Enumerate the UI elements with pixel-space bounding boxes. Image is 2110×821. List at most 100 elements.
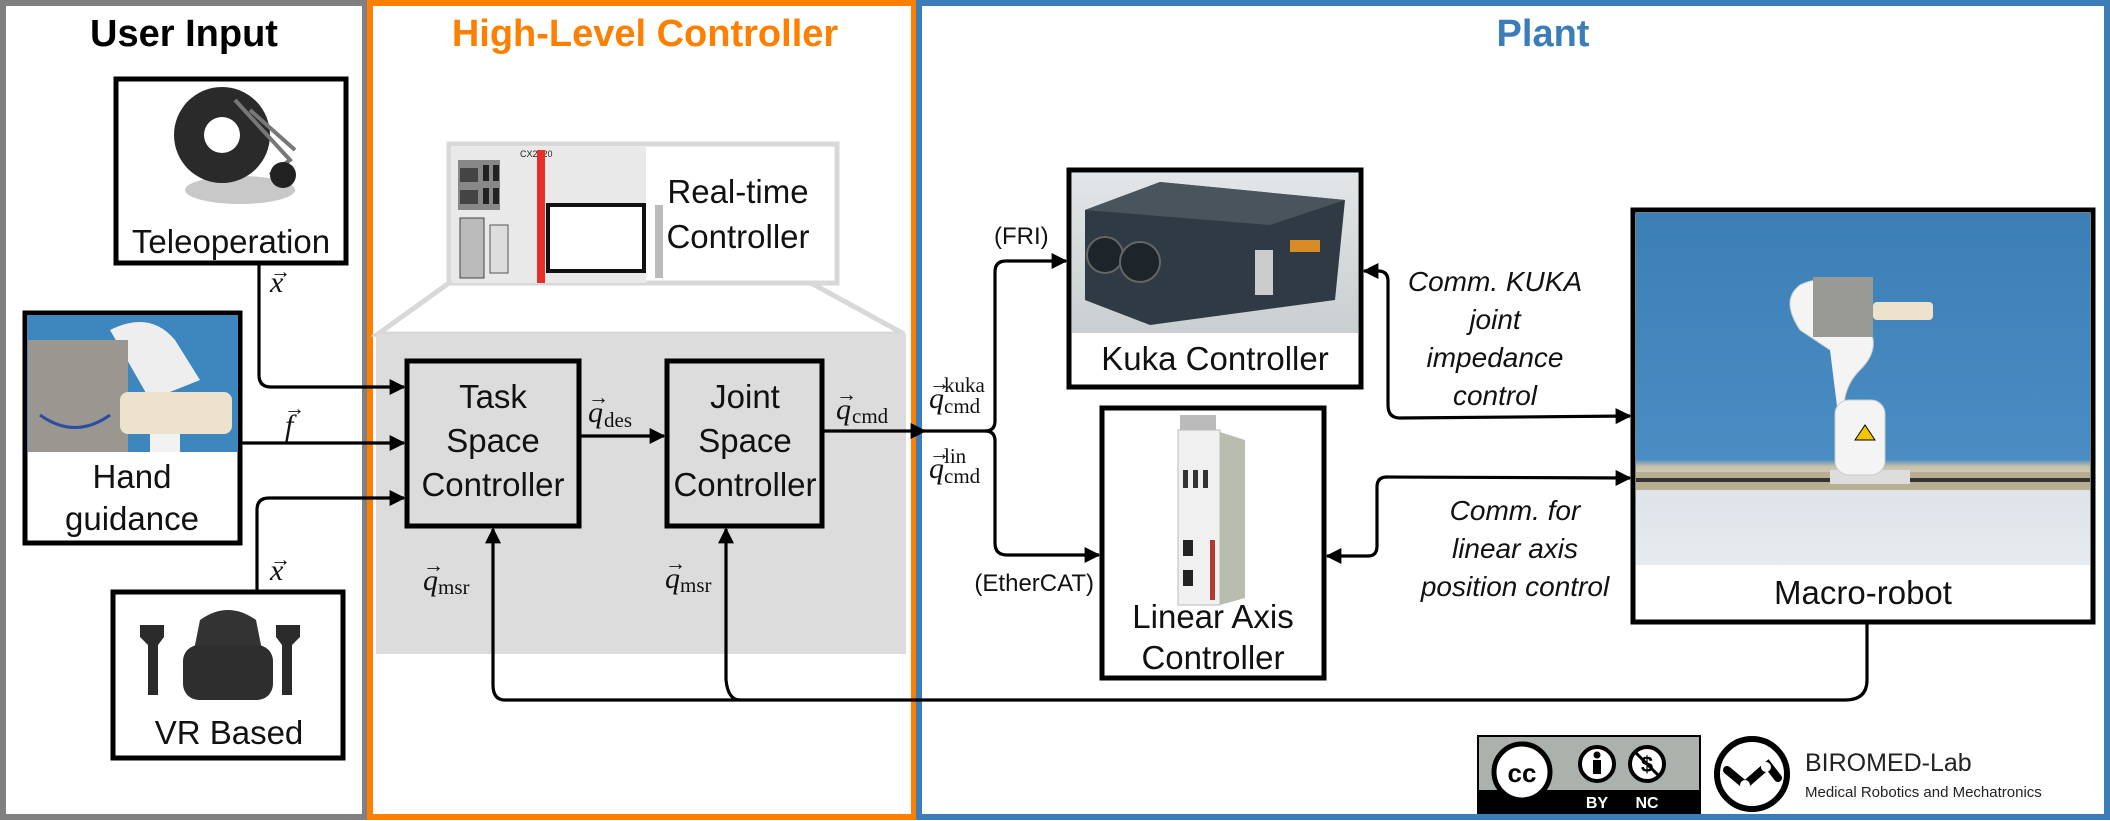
biromed-lab-name: BIROMED-Lab: [1805, 749, 1972, 777]
joint-space-label-line1: Joint: [710, 378, 780, 415]
cx2020-model-label: CX2020: [520, 149, 553, 159]
biromed-lab-logo: BIROMED-Lab Medical Robotics and Mechatr…: [1714, 736, 2042, 812]
vr-based-label: VR Based: [155, 714, 304, 751]
svg-text:→: →: [423, 553, 444, 577]
task-space-label-line1: Task: [459, 378, 527, 415]
svg-text:→: →: [270, 547, 291, 571]
nc-label: NC: [1635, 795, 1659, 812]
macro-robot-box: Macro-robot: [1630, 207, 2096, 625]
svg-text:Comm. KUKA: Comm. KUKA: [1408, 266, 1582, 297]
hand-guidance-image: [27, 315, 238, 452]
protocol-ethercat-label: (EtherCAT): [974, 570, 1094, 597]
signal-q-cmd-kuka: q → kuka cmd: [929, 371, 986, 418]
wire-teleop-to-task: [257, 263, 406, 395]
wire-to-linear-axis: [984, 429, 1101, 563]
note-linear-comm: Comm. for linear axis position control: [1420, 495, 1610, 602]
svg-text:→: →: [284, 396, 305, 420]
macro-robot-label: Macro-robot: [1774, 574, 1952, 611]
joint-space-controller-block: Joint Space Controller: [664, 358, 825, 529]
svg-text:msr: msr: [438, 575, 470, 599]
linear-axis-label-line2: Controller: [1141, 639, 1284, 676]
kuka-controller-box: Kuka Controller: [1066, 167, 1364, 390]
signal-q-msr-joint: q → msr: [665, 551, 712, 597]
panel-title-plant: Plant: [1497, 13, 1590, 55]
realtime-label-line2: Controller: [666, 218, 809, 255]
macro-robot-image: [1636, 213, 2090, 565]
note-kuka-comm: Comm. KUKA joint impedance control: [1408, 266, 1582, 411]
wire-feedback-joint: [718, 527, 741, 702]
svg-text:→: →: [665, 551, 686, 575]
kuka-controller-label: Kuka Controller: [1101, 340, 1328, 377]
linear-axis-controller-box: Linear Axis Controller: [1099, 405, 1327, 681]
vr-based-box: VR Based: [110, 589, 346, 761]
biromed-lab-subtitle: Medical Robotics and Mechatronics: [1805, 784, 2042, 801]
svg-text:Comm. for: Comm. for: [1450, 495, 1582, 526]
vr-headset-image: [140, 610, 300, 700]
svg-text:x: x: [269, 554, 284, 587]
panel-title-high-level: High-Level Controller: [452, 13, 839, 55]
task-space-label-line2: Space: [446, 422, 540, 459]
cx2020-device-image: CX2020: [452, 147, 663, 283]
teleoperation-label: Teleoperation: [132, 223, 330, 260]
svg-text:→: →: [836, 382, 857, 406]
protocol-fri-label: (FRI): [994, 223, 1049, 250]
wire-vr-to-task: [255, 490, 406, 592]
svg-text:→: →: [270, 259, 291, 283]
teleoperation-box: Teleoperation: [113, 76, 349, 266]
svg-text:lin: lin: [944, 444, 967, 468]
svg-text:impedance: impedance: [1427, 342, 1564, 373]
signal-q-cmd-lin: q → lin cmd: [929, 441, 981, 488]
wire-kuka-robot: [1362, 263, 1632, 425]
svg-text:q: q: [588, 396, 603, 429]
svg-text:q: q: [929, 452, 944, 485]
hand-guidance-box: Hand guidance: [22, 310, 243, 546]
signal-q-msr-task: q → msr: [423, 553, 470, 599]
svg-text:kuka: kuka: [944, 373, 986, 397]
haptic-device-image: [174, 87, 297, 204]
joint-space-label-line2: Space: [698, 422, 792, 459]
nc-noncommercial-icon: $: [1628, 745, 1666, 783]
biromed-robot-arm-icon: [1714, 736, 1790, 812]
panel-title-user-input: User Input: [90, 13, 278, 55]
svg-text:linear axis: linear axis: [1452, 533, 1578, 564]
task-space-controller-block: Task Space Controller: [404, 358, 582, 529]
realtime-label-line1: Real-time: [667, 173, 808, 210]
signal-x-teleop: x →: [269, 259, 291, 299]
wire-feedback-task: [485, 527, 1869, 702]
svg-text:position control: position control: [1420, 571, 1610, 602]
svg-text:q: q: [423, 564, 438, 597]
hand-guidance-label-line1: Hand: [93, 458, 172, 495]
linear-axis-drive-image: [1177, 415, 1245, 606]
signal-q-cmd: q → cmd: [836, 382, 889, 428]
realtime-controller-box: CX2020 Real-time Controller: [446, 141, 840, 286]
svg-text:q: q: [665, 562, 680, 595]
kuka-controller-image: [1072, 173, 1358, 333]
svg-text:control: control: [1453, 380, 1538, 411]
signal-x-vr: x →: [269, 547, 291, 587]
svg-text:→: →: [929, 371, 950, 395]
svg-text:→: →: [588, 385, 609, 409]
svg-text:des: des: [604, 408, 632, 432]
cc-by-nc-license-badge: cc $ BY NC: [1477, 735, 1701, 814]
joint-space-label-line3: Controller: [673, 466, 816, 503]
svg-text:cmd: cmd: [944, 394, 981, 418]
by-label: BY: [1586, 795, 1609, 812]
svg-text:cmd: cmd: [944, 464, 981, 488]
svg-text:cmd: cmd: [852, 404, 889, 428]
signal-q-des: q → des: [588, 385, 632, 432]
linear-axis-label-line1: Linear Axis: [1132, 598, 1293, 635]
wire-linear-robot: [1325, 469, 1632, 564]
zoom-perspective-lines: [370, 280, 906, 337]
svg-text:msr: msr: [680, 573, 712, 597]
by-attribution-icon: [1578, 745, 1616, 783]
svg-text:x: x: [269, 266, 284, 299]
svg-text:q: q: [929, 382, 944, 415]
svg-text:joint: joint: [1465, 304, 1522, 335]
task-space-label-line3: Controller: [421, 466, 564, 503]
svg-text:q: q: [836, 393, 851, 426]
cc-icon: cc: [1491, 741, 1553, 803]
svg-text:cc: cc: [1508, 758, 1537, 788]
hand-guidance-label-line2: guidance: [65, 500, 199, 537]
svg-text:→: →: [929, 441, 950, 465]
